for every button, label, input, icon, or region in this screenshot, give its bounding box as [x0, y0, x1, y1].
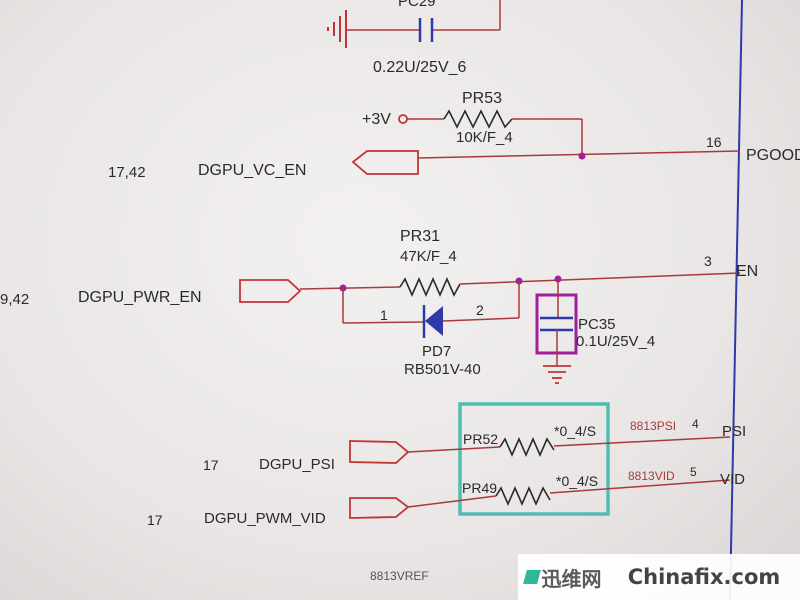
rail-3v-label: +3V: [362, 111, 391, 128]
pd7-pin2: 2: [476, 302, 484, 318]
dgpu-pwr-en-sheet: 9,42: [0, 291, 29, 308]
pr49-resistor: [495, 486, 551, 506]
vref-net-label: 8813VREF: [370, 569, 429, 583]
dgpu-pwr-en-label: DGPU_PWR_EN: [78, 289, 202, 306]
pc35-value: 0.1U/25V_4: [576, 333, 655, 350]
vid-net-label: 8813VID: [628, 469, 675, 483]
dgpu-pwm-vid-label: DGPU_PWM_VID: [204, 510, 326, 527]
ic-border-line: [729, 0, 743, 600]
vid-label: VID: [720, 471, 745, 488]
pr31-resistor: [399, 277, 461, 297]
top-cap-ref: PC29: [398, 0, 436, 10]
en-label: EN: [736, 263, 758, 280]
logo-mark-icon: [522, 570, 541, 584]
en-pin: 3: [704, 253, 712, 269]
pgood-pin: 16: [706, 134, 722, 150]
pwr-en-circuit: PR31 47K/F_4 DGPU_PWR_EN 9,42 3 EN 1 2 P…: [0, 228, 758, 384]
pr49-ref: PR49: [462, 480, 497, 496]
psi-vid-circuit: DGPU_PSI 17 PR52 *0_4/S 8813PSI 4 PSI DG…: [147, 402, 746, 528]
pc35-ground: [543, 365, 571, 384]
watermark-logo-text: 迅维网: [541, 566, 602, 591]
pr31-ref: PR31: [400, 228, 440, 245]
pr31-value: 47K/F_4: [400, 248, 457, 265]
psi-net-label: 8813PSI: [630, 419, 676, 433]
pr49-value: *0_4/S: [556, 473, 598, 489]
dgpu-pwm-vid-sheet: 17: [147, 512, 163, 528]
psi-pin: 4: [692, 417, 699, 431]
pc35-ref: PC35: [578, 316, 616, 333]
dgpu-vc-en-sheet: 17,42: [108, 164, 146, 181]
pd7-ref: PD7: [422, 343, 451, 360]
pr53-resistor: [443, 109, 513, 129]
dgpu-pwm-vid-connector: [349, 497, 410, 519]
rail-3v-terminal: [398, 114, 408, 124]
dgpu-vc-en-connector: [351, 150, 419, 175]
dgpu-psi-connector: [349, 440, 410, 464]
watermark-site: Chinafix.com: [627, 565, 781, 589]
pr53-ref: PR53: [462, 90, 502, 107]
pd7-diode: [422, 305, 443, 338]
highlight-box: [458, 402, 610, 516]
top-capacitor: PC29 0.22U/25V_6: [327, 0, 501, 76]
dgpu-psi-label: DGPU_PSI: [259, 456, 335, 473]
dgpu-psi-sheet: 17: [203, 457, 219, 473]
pr53-value: 10K/F_4: [456, 129, 513, 146]
pr52-resistor: [499, 437, 555, 457]
psi-label: PSI: [722, 423, 746, 440]
watermark: 迅维网 Chinafix.com: [518, 554, 800, 600]
dgpu-pwr-en-connector: [239, 279, 302, 303]
pd7-part: RB501V-40: [404, 361, 481, 378]
pr52-ref: PR52: [463, 431, 498, 447]
top-cap-value: 0.22U/25V_6: [373, 59, 467, 76]
pr53-circuit: +3V PR53 10K/F_4 16 PGOOD DGPU_VC_EN 17,…: [108, 90, 800, 181]
pgood-label: PGOOD: [746, 147, 800, 164]
dgpu-vc-en-label: DGPU_VC_EN: [198, 162, 306, 179]
vid-pin: 5: [690, 465, 697, 479]
pr52-value: *0_4/S: [554, 423, 596, 439]
watermark-logo: 迅维网: [518, 554, 608, 600]
junction-pgood: [578, 152, 586, 160]
pd7-pin1: 1: [380, 307, 388, 323]
